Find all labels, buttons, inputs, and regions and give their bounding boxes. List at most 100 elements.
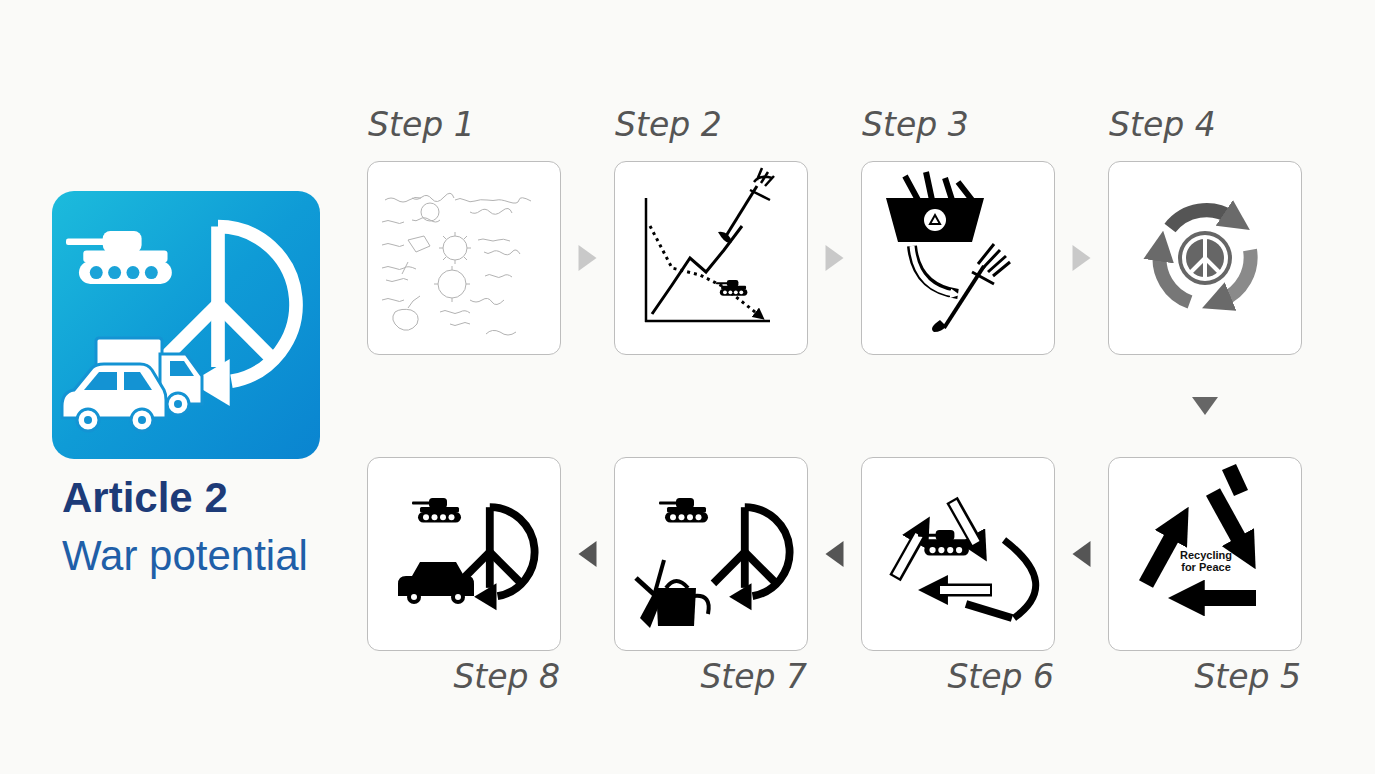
peace-tank-tools-part <box>654 560 664 596</box>
recycle-outline-part <box>918 530 969 555</box>
sketch-scribbles-part <box>478 239 520 255</box>
symbol-caption: Recycling for Peace <box>1177 549 1235 573</box>
recycle-outline-part-part <box>952 500 978 546</box>
step-label: Step 5 <box>1194 660 1301 693</box>
sketch-scribbles-part <box>470 298 516 335</box>
chart-sketch-part-part <box>716 280 747 296</box>
sketch-scribbles-part <box>382 267 416 282</box>
peace-tank-tools-part <box>694 596 709 614</box>
peace-tank-car-part <box>398 562 474 596</box>
peace-tank-car-part <box>411 594 417 600</box>
step-label: Step 6 <box>947 660 1054 693</box>
icon-car-part <box>84 372 117 390</box>
flow-arrow <box>579 541 597 567</box>
step-label: Step 3 <box>862 108 969 141</box>
chart-sketch-part <box>645 320 770 323</box>
peace-tank-car <box>398 498 535 610</box>
icon-car-part <box>77 409 99 431</box>
sketch-scribbles-part <box>485 275 512 278</box>
sketch-scribbles-part <box>470 208 512 214</box>
sketch-scribbles-part <box>439 232 471 264</box>
step-label: Step 4 <box>1109 108 1216 141</box>
recycle-outline-part-part <box>896 535 919 576</box>
sketch-scribbles <box>382 193 531 335</box>
step-box: Step 6 <box>861 457 1055 651</box>
peace-tank-tools-part <box>640 592 662 628</box>
recycle-outline <box>895 500 1036 618</box>
peace-tank-tools-part <box>666 581 688 588</box>
icon-peace-arrow-part <box>163 227 296 406</box>
icon-tank-part <box>66 231 172 284</box>
recycle-basket-part <box>905 172 972 200</box>
peace-tank-tools-part-part <box>659 498 708 523</box>
icon-car-part <box>138 416 146 424</box>
step-label: Step 7 <box>700 660 807 693</box>
icon-truck <box>96 338 202 415</box>
peace-tank-tools <box>636 498 790 628</box>
step-label: Step 8 <box>453 660 560 693</box>
article-number: Article 2 <box>62 477 228 519</box>
icon-truck-part <box>174 400 182 408</box>
step-box: Step 7 <box>614 457 808 651</box>
step-box: Step 4 <box>1108 161 1302 355</box>
sketch-scribbles-part <box>382 236 430 252</box>
icon-car-part <box>124 372 152 390</box>
chart-sketch-part <box>716 280 747 296</box>
recycle-outline-part <box>1004 540 1036 618</box>
recycle-outline-part <box>966 604 1012 618</box>
sketch-scribbles-part <box>438 270 466 298</box>
sketch-scribbles-part <box>443 236 467 260</box>
peace-cycle <box>1160 210 1251 302</box>
recycle-basket-part <box>972 244 1010 284</box>
peace-tank-tools-part <box>713 507 789 610</box>
flow-arrow <box>826 541 844 567</box>
step-box: Step 2 <box>614 161 808 355</box>
chart-sketch-part <box>645 198 648 322</box>
recycle-basket-part <box>932 320 946 332</box>
icon-car <box>62 364 166 431</box>
peace-tank-car-part <box>412 498 461 523</box>
icon-truck-part <box>96 338 162 392</box>
step-box: Step 5Recycling for Peace <box>1108 457 1302 651</box>
step-box: Step 3 <box>861 161 1055 355</box>
peace-tank-tools-part <box>656 588 696 626</box>
sketch-scribbles-part <box>455 198 531 203</box>
recycle-outline-part-part <box>918 530 969 555</box>
recycle-outline-part-part <box>940 586 990 594</box>
sketch-scribbles-part <box>402 262 420 308</box>
recycle-outline-part <box>896 502 990 590</box>
flow-arrow <box>579 245 597 271</box>
recycle-basket-part <box>924 209 946 231</box>
icon-car-part <box>131 409 153 431</box>
flow-arrow <box>826 245 844 271</box>
sketch-scribbles-part <box>385 193 454 202</box>
recycle-outline-part <box>895 500 992 590</box>
peace-cycle-part <box>1178 231 1232 285</box>
recycle-symbol <box>1146 464 1256 598</box>
icon-truck-part <box>160 354 202 404</box>
recycle-symbol-part <box>1146 526 1178 584</box>
peace-cycle-part-part <box>1205 258 1220 273</box>
article-icon: Article 2War potential <box>52 191 320 459</box>
peace-cycle-part-part <box>1184 237 1226 279</box>
sketch-scribbles-part <box>382 299 418 331</box>
peace-cycle-part <box>1222 250 1251 300</box>
step-label: Step 1 <box>368 108 475 141</box>
recycle-outline-part-part <box>936 584 992 597</box>
flow-arrow <box>1192 397 1218 415</box>
icon-truck-part <box>170 361 194 376</box>
flow-arrow <box>1073 541 1091 567</box>
sketch-scribbles-part <box>382 218 440 224</box>
flow-arrow <box>1073 245 1091 271</box>
recycle-symbol-part <box>1190 590 1256 606</box>
peace-tank-car-part <box>458 507 534 610</box>
icon-truck-part <box>167 393 189 415</box>
article-title: War potential <box>62 535 308 577</box>
recycle-basket-part <box>886 198 984 242</box>
recycle-outline-part-part <box>953 502 976 543</box>
peace-tank-car-part <box>455 594 461 600</box>
chart-sketch-part <box>726 186 757 236</box>
peace-tank-car-part <box>451 590 465 604</box>
peace-cycle-part-part <box>1190 258 1205 273</box>
